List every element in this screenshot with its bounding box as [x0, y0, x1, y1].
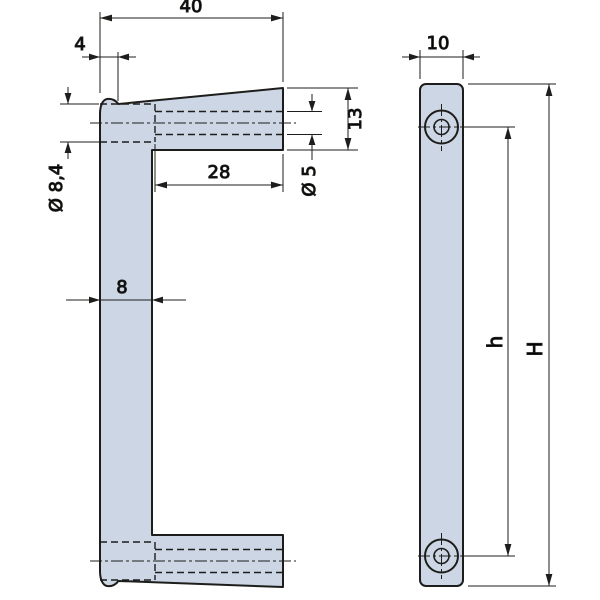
dim-10-label: 10 [427, 33, 450, 54]
dim-28-label: 28 [208, 162, 231, 183]
front-view: 10 h H [402, 33, 556, 587]
handle-bar [419, 83, 464, 587]
dim-d84-label: Ø 8,4 [46, 164, 67, 213]
dim-40-label: 40 [180, 0, 203, 17]
dim-h-label: h [483, 336, 507, 349]
dimension-40: 40 [99, 0, 284, 93]
side-view: 40 4 13 Ø 5 [46, 0, 367, 588]
dim-H-label: H [523, 341, 547, 356]
dimension-4: 4 [74, 34, 136, 101]
hidden-hole-lines-bottom [90, 541, 296, 581]
dimension-H: H [468, 83, 556, 587]
dim-8-label: 8 [116, 277, 127, 298]
handle-profile [99, 87, 284, 588]
dim-13-label: 13 [345, 108, 366, 131]
dim-d5-label: Ø 5 [299, 165, 320, 196]
dimension-counterbore: Ø 8,4 [46, 87, 99, 213]
dimension-13: 13 [287, 87, 367, 151]
dim-4-label: 4 [74, 34, 85, 55]
dimension-8: 8 [66, 277, 186, 304]
hidden-hole-lines-top [90, 103, 296, 143]
bottom-hole [418, 533, 465, 579]
dimension-hole-diameter: Ø 5 [287, 94, 322, 197]
dimension-10: 10 [402, 33, 480, 79]
dimension-28: 28 [154, 144, 284, 192]
top-hole [418, 104, 465, 151]
dimension-h: h [460, 126, 515, 557]
